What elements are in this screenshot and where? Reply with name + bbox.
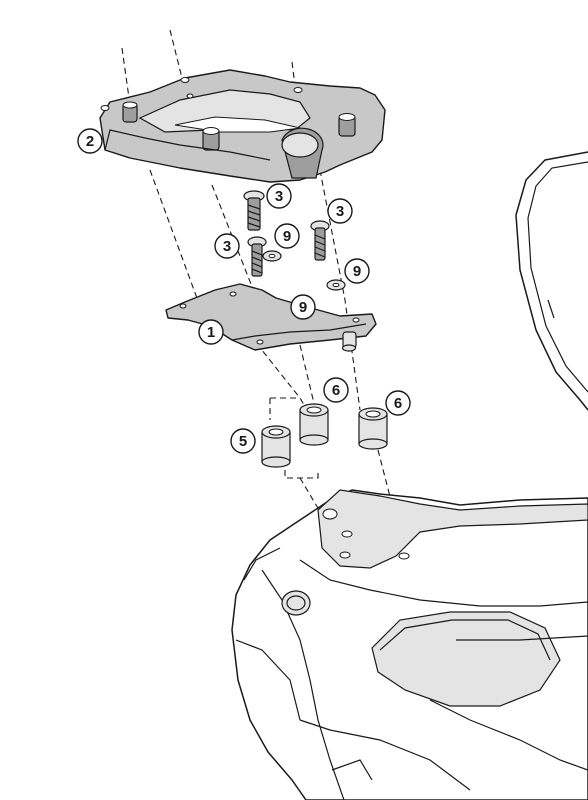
mounting-bracket-part-1 xyxy=(165,283,377,352)
callout-3c: 3 xyxy=(214,233,240,259)
svg-text:3: 3 xyxy=(336,203,344,220)
svg-text:3: 3 xyxy=(275,188,283,205)
washer-9b xyxy=(326,279,346,291)
washer-9a xyxy=(262,250,282,262)
rack-plate-part-2 xyxy=(99,69,386,183)
bolt-3c xyxy=(247,236,267,277)
svg-text:3: 3 xyxy=(223,238,231,255)
svg-text:6: 6 xyxy=(394,395,402,412)
callout-6a: 6 xyxy=(323,377,349,403)
svg-text:9: 9 xyxy=(353,263,361,280)
bolt-3a xyxy=(243,190,265,231)
svg-text:6: 6 xyxy=(332,382,340,399)
spacer-6a xyxy=(299,403,329,446)
callout-6b: 6 xyxy=(385,390,411,416)
callout-1: 1 xyxy=(198,319,224,345)
spacer-5 xyxy=(261,425,291,468)
callout-5: 5 xyxy=(230,428,256,454)
svg-text:5: 5 xyxy=(239,433,247,450)
callout-2: 2 xyxy=(77,128,103,154)
callout-9a: 9 xyxy=(274,223,300,249)
svg-text:2: 2 xyxy=(86,133,94,150)
svg-text:9: 9 xyxy=(299,299,307,316)
svg-text:1: 1 xyxy=(207,324,215,341)
svg-text:9: 9 xyxy=(283,228,291,245)
callout-3b: 3 xyxy=(327,198,353,224)
spacer-6b xyxy=(358,407,388,450)
bolt-3b xyxy=(310,220,330,261)
callout-9c: 9 xyxy=(290,294,316,320)
callout-9b: 9 xyxy=(344,258,370,284)
scooter-body-outline xyxy=(231,151,588,800)
callout-3a: 3 xyxy=(266,183,292,209)
